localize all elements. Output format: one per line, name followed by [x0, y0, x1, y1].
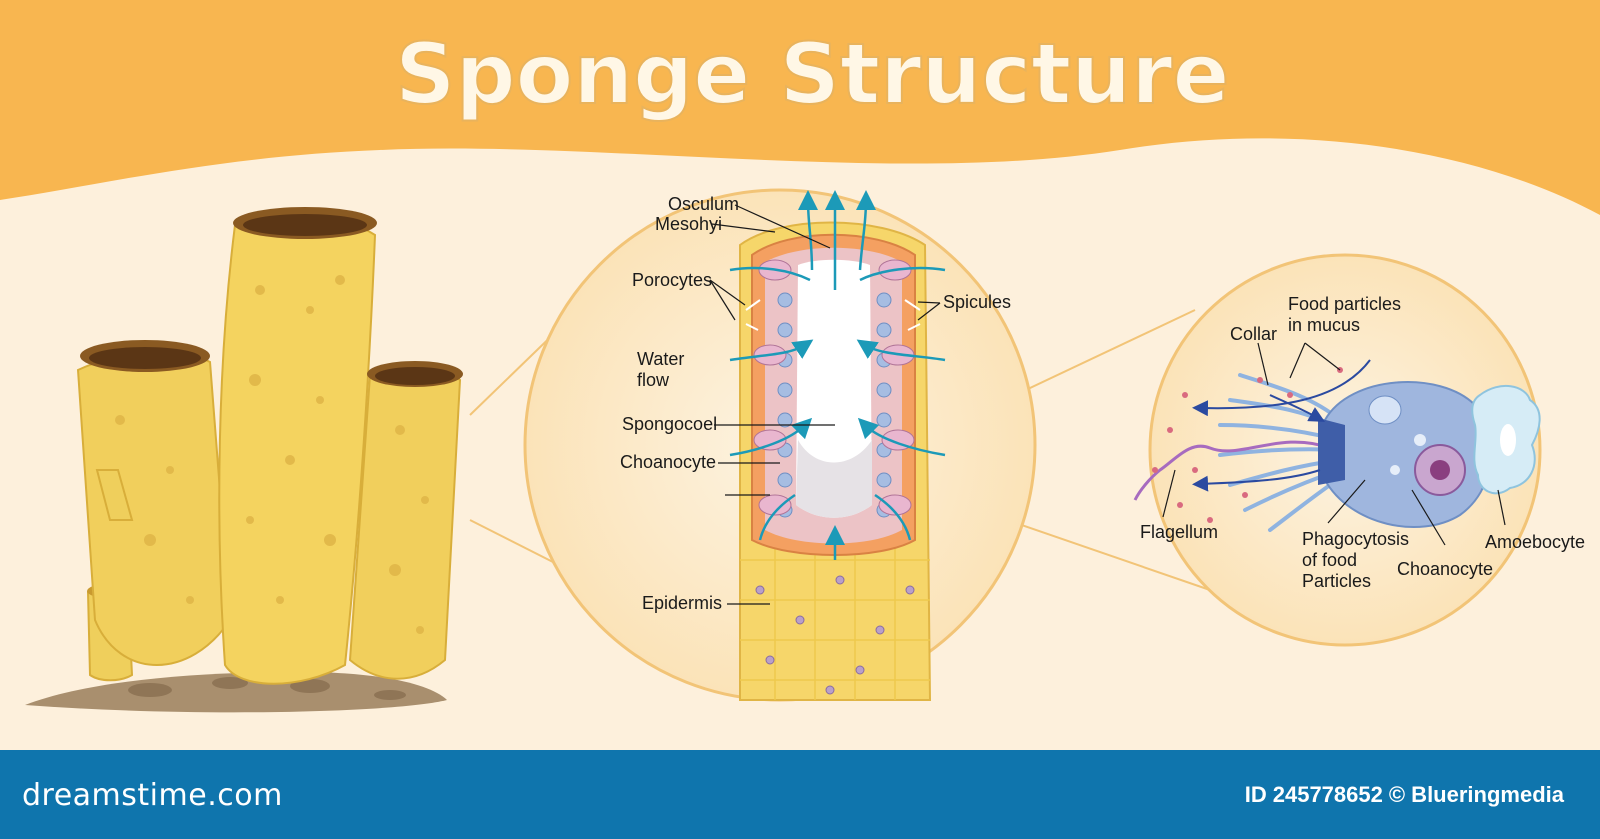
spongocoel-cavity — [796, 259, 872, 518]
page-title: Sponge Structure — [395, 25, 1230, 123]
flagellum — [1133, 440, 1331, 501]
sponge-illustration — [25, 207, 463, 713]
choanocyte-magnifier — [1133, 253, 1542, 647]
footer-bar — [0, 750, 1600, 839]
label-osculum: Osculum — [668, 194, 739, 214]
leader-lines-middle — [709, 204, 941, 605]
label-food-particles-line1: Food particles — [1288, 294, 1401, 314]
label-porocytes: Porocytes — [632, 270, 712, 290]
cross-section-magnifier — [523, 188, 1037, 702]
labels: Osculum Mesohyi Porocytes Spicules Water… — [620, 194, 1585, 613]
footer-credit: © Blueringmedia — [1388, 782, 1564, 807]
ground — [25, 672, 447, 713]
label-flagellum: Flagellum — [1140, 522, 1218, 542]
water-arrow-up-3 — [855, 190, 876, 271]
footer-id-value: 245778652 — [1272, 782, 1383, 807]
label-spongocoel: Spongocoel — [622, 414, 717, 434]
label-spicules: Spicules — [943, 292, 1011, 312]
title-banner — [0, 0, 1600, 215]
footer-id-label: ID — [1244, 782, 1267, 807]
label-phagocytosis-line1: Phagocytosis — [1302, 529, 1409, 549]
label-food-particles-line2: in mucus — [1288, 315, 1360, 335]
label-mesohyl: Mesohyi — [655, 214, 722, 234]
water-arrow-up-2 — [798, 190, 819, 271]
left-tube — [76, 350, 232, 666]
footer-brand[interactable]: dreamstime.com — [22, 778, 283, 813]
label-epidermis: Epidermis — [642, 593, 722, 613]
choanocyte-cell-body — [1324, 381, 1492, 528]
label-choanocyte-right: Choanocyte — [1397, 559, 1493, 579]
label-phagocytosis-line2: of food — [1302, 550, 1357, 570]
leader-lines-right — [1162, 342, 1506, 546]
label-amoebocyte: Amoebocyte — [1485, 532, 1585, 552]
label-collar: Collar — [1230, 324, 1277, 344]
right-tube — [348, 364, 462, 680]
label-water-flow-line1: Water — [637, 349, 684, 369]
label-choanocyte-left: Choanocyte — [620, 452, 716, 472]
label-phagocytosis-line3: Particles — [1302, 571, 1371, 591]
label-water-flow-line2: flow — [637, 370, 670, 390]
